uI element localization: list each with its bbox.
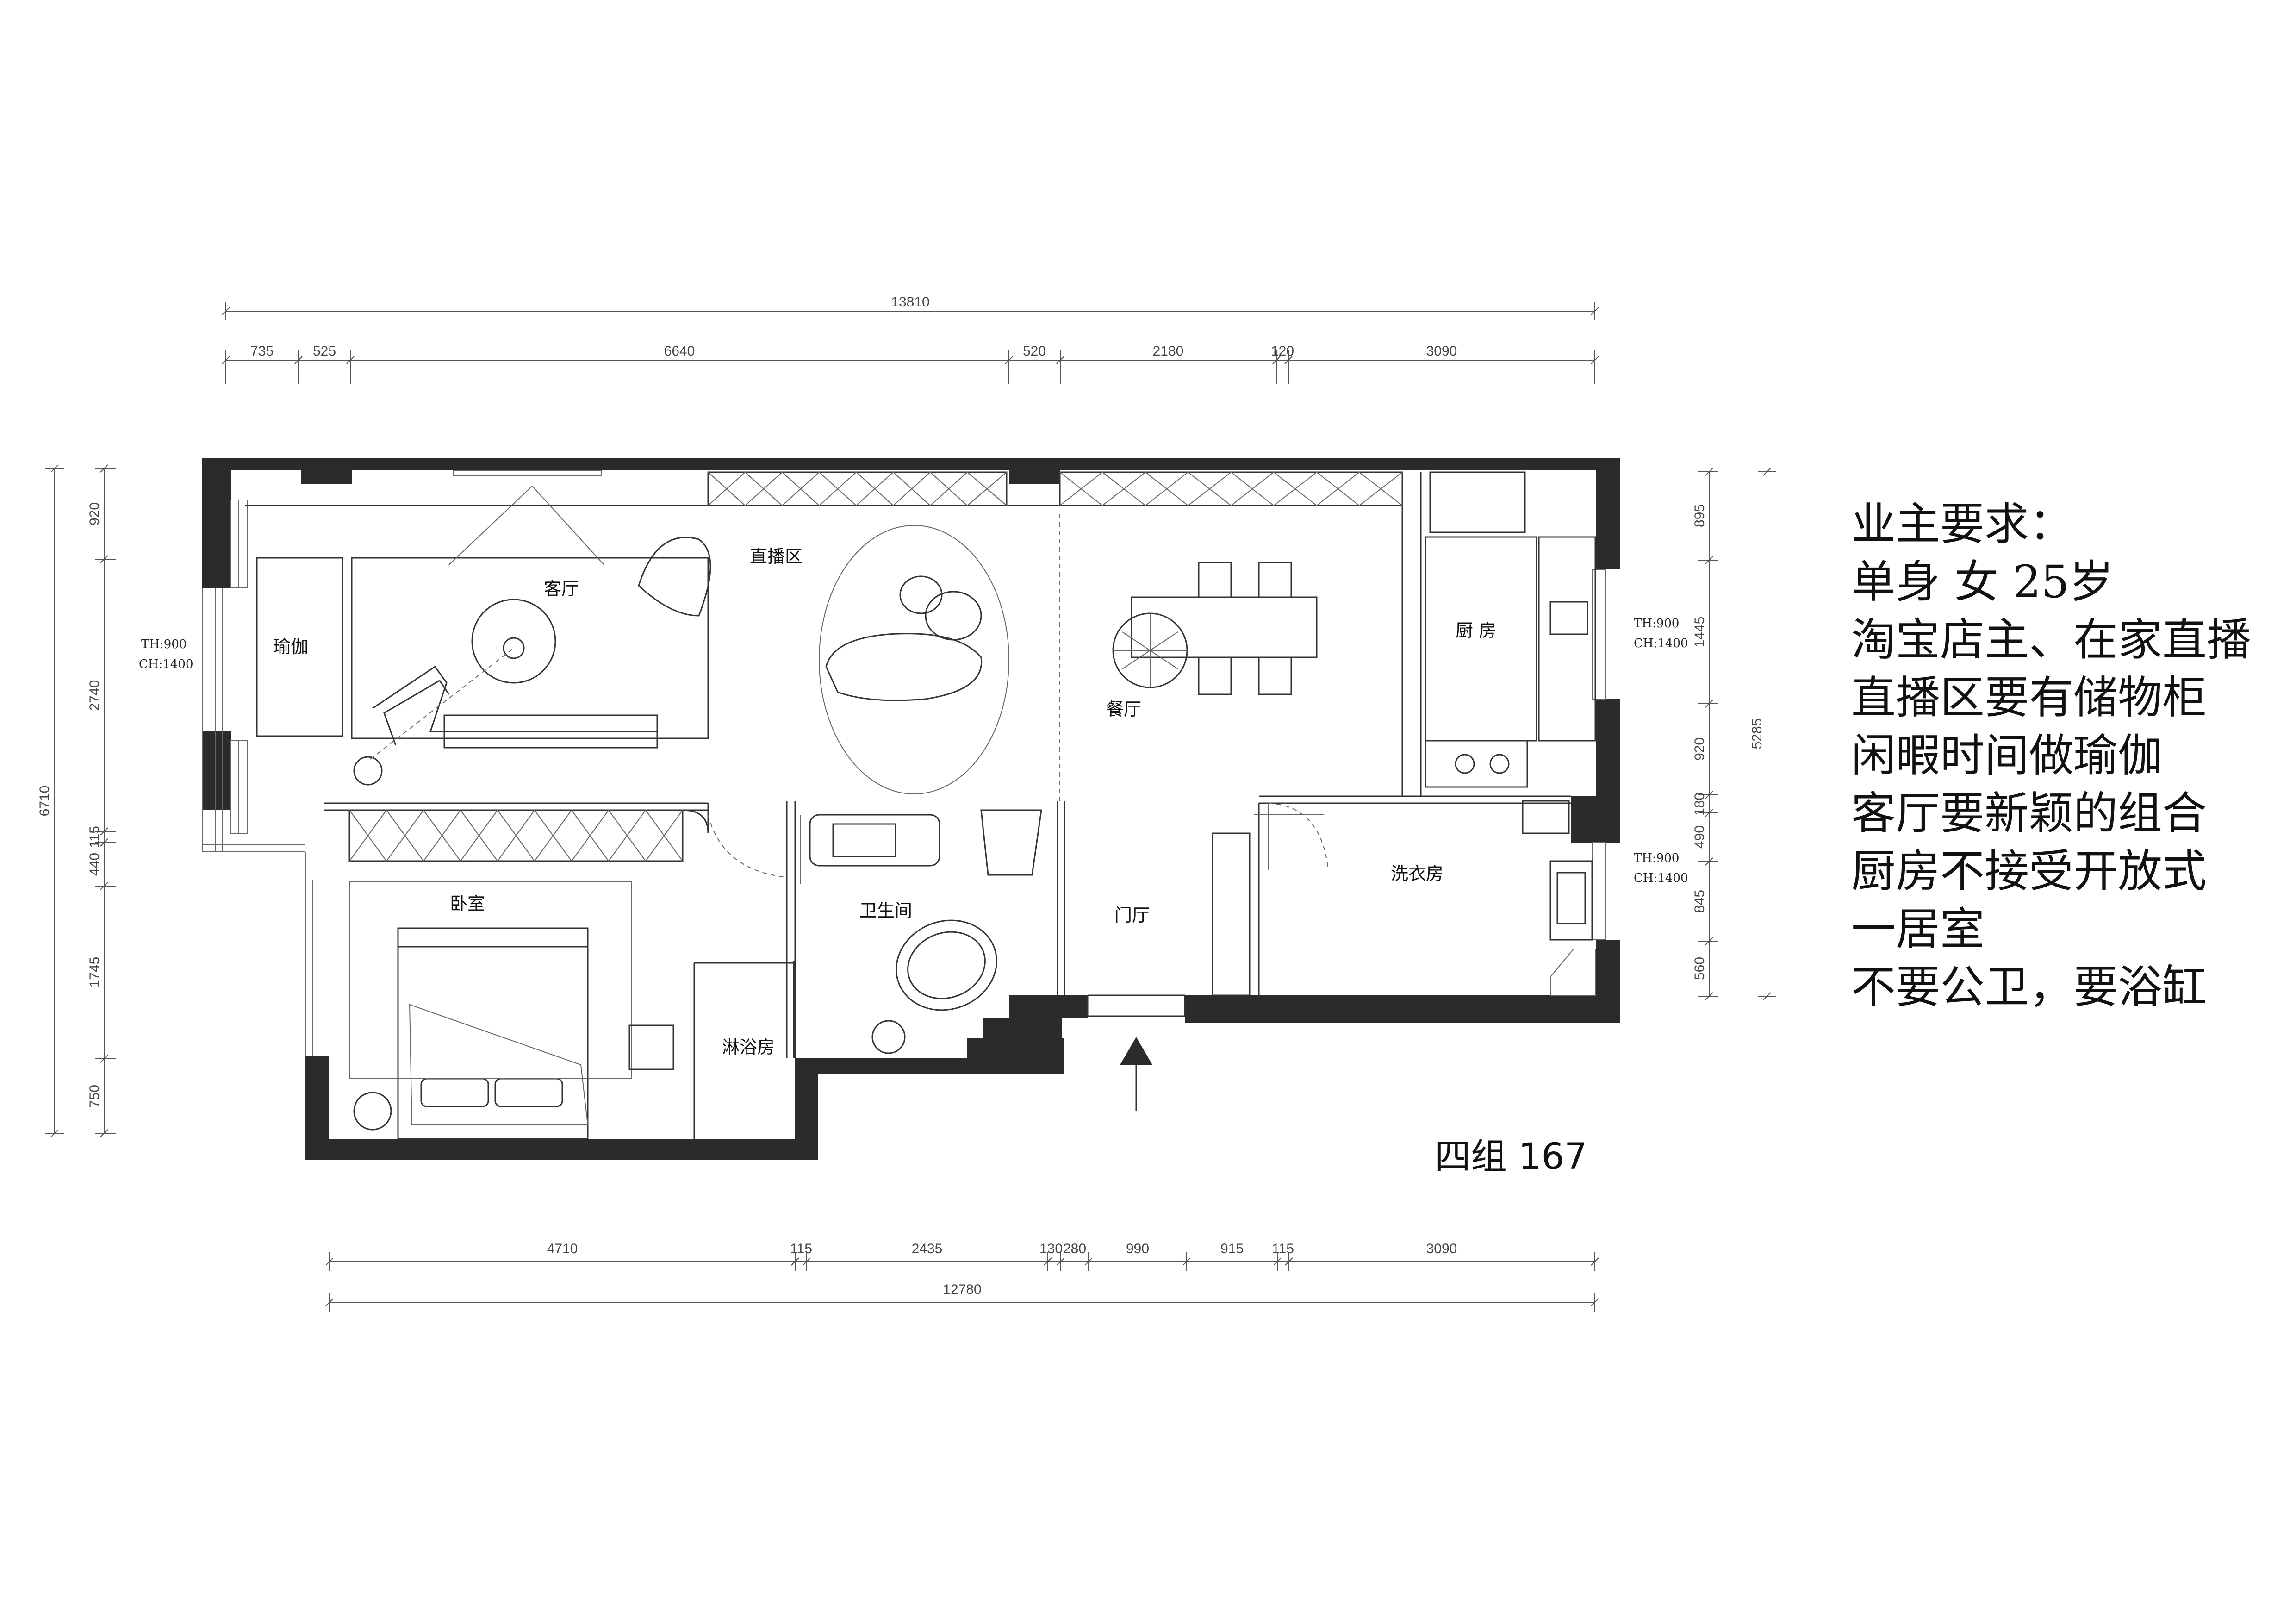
dim-right-segment: 560 [1692, 957, 1707, 980]
dim-top-segment: 2180 [1153, 344, 1184, 359]
top-window [453, 470, 602, 476]
dim-left-segment: 920 [87, 502, 102, 525]
left-window [202, 500, 313, 1056]
dim-bottom-segment: 3090 [1426, 1241, 1457, 1256]
dim-right-segment: 1445 [1692, 617, 1707, 648]
dim-left-segment: 440 [87, 853, 102, 876]
top-dimensions [222, 302, 1599, 384]
room-label-live-stream: 直播区 [750, 546, 803, 567]
dim-top-segment: 735 [250, 344, 274, 359]
requirement-line: 厨房不接受开放式 [1851, 845, 2207, 897]
interior-partitions [245, 471, 1571, 1139]
room-label-shower: 淋浴房 [722, 1037, 775, 1057]
exterior-walls [202, 458, 1620, 1160]
dim-bottom-segment: 990 [1126, 1241, 1149, 1256]
requirements-list: 业主要求： 单身 女 25岁 淘宝店主、在家直播 直播区要有储物柜 闲暇时间做瑜… [1851, 498, 2251, 1013]
right-window-lower-th: TH:900 [1634, 851, 1679, 865]
room-label-bathroom: 卫生间 [859, 900, 912, 921]
dim-right-segment: 180 [1692, 793, 1707, 816]
room-label-yoga: 瑜伽 [273, 637, 308, 657]
dining-furniture [1112, 562, 1318, 695]
requirement-line: 一居室 [1851, 903, 1985, 955]
dim-left-total: 6710 [37, 786, 52, 817]
dim-top-total: 13810 [891, 294, 929, 310]
dim-top-segment: 120 [1271, 344, 1294, 359]
right-window-lower-ch: CH:1400 [1634, 871, 1688, 885]
room-label-entry: 门厅 [1114, 905, 1150, 925]
left-dimensions [45, 464, 116, 1137]
room-label-laundry: 洗衣房 [1391, 863, 1444, 884]
door-swings [708, 514, 1329, 884]
dim-right-segment: 920 [1692, 737, 1707, 761]
dim-top-segment: 3090 [1426, 344, 1457, 359]
live-chair [638, 537, 711, 617]
requirement-line: 不要公卫，要浴缸 [1851, 961, 2207, 1013]
kitchen-furniture [1425, 471, 1596, 834]
right-window-upper-th: TH:900 [1634, 617, 1679, 631]
dim-bottom-total: 12780 [943, 1282, 981, 1297]
requirement-line: 闲暇时间做瑜伽 [1851, 730, 2162, 781]
dim-left-segment: 750 [87, 1085, 102, 1108]
room-label-dining: 餐厅 [1106, 699, 1141, 719]
dim-bottom-segment: 915 [1220, 1241, 1244, 1256]
wardrobe-curve [682, 803, 709, 834]
bathroom-furniture [809, 809, 1042, 1054]
bedroom-furniture [349, 881, 674, 1140]
laundry-furniture [1212, 832, 1596, 996]
bottom-dimensions [325, 1252, 1599, 1312]
left-window-ch: CH:1400 [139, 657, 193, 671]
storage-cabinet-pattern [349, 471, 1403, 862]
room-label-bedroom: 卧室 [450, 893, 485, 914]
requirement-line: 客厅要新颖的组合 [1851, 787, 2207, 839]
dim-top-segment: 520 [1023, 344, 1046, 359]
dim-right-segment: 490 [1692, 825, 1707, 849]
requirement-line: 直播区要有储物柜 [1851, 672, 2207, 724]
room-label-living: 客厅 [544, 579, 579, 599]
right-dimensions [1698, 468, 1776, 1000]
right-window-upper-ch: CH:1400 [1634, 637, 1688, 650]
room-label-kitchen: 厨 房 [1456, 620, 1496, 641]
left-window-th: TH:900 [141, 637, 187, 651]
group-label: 四组 167 [1435, 1136, 1587, 1178]
requirement-line: 淘宝店主、在家直播 [1851, 614, 2251, 666]
dim-bottom-segment: 2435 [912, 1241, 943, 1256]
dim-right-segment: 845 [1692, 890, 1707, 913]
dim-bottom-segment: 4710 [547, 1241, 578, 1256]
dim-left-segment: 2740 [87, 680, 102, 711]
requirement-line: 业主要求： [1851, 498, 2073, 550]
dim-bottom-segment: 280 [1063, 1241, 1086, 1256]
dim-top-segment: 525 [313, 344, 336, 359]
living-furniture [256, 486, 709, 786]
live-stream-chair [825, 575, 983, 701]
dim-bottom-segment: 115 [790, 1241, 812, 1256]
dim-top-segment: 6640 [664, 344, 695, 359]
dim-left-segment: 115 [87, 826, 102, 848]
requirement-line: 单身 女 25岁 [1851, 556, 2114, 608]
entry-arrow-icon [1120, 1037, 1152, 1111]
dim-bottom-segment: 115 [1272, 1241, 1294, 1256]
dim-bottom-segment: 130 [1039, 1241, 1063, 1256]
dim-left-segment: 1745 [87, 957, 102, 988]
live-stream-rug [819, 525, 1009, 794]
dim-right-segment: 895 [1692, 504, 1707, 527]
dim-right-total: 5285 [1749, 718, 1765, 750]
